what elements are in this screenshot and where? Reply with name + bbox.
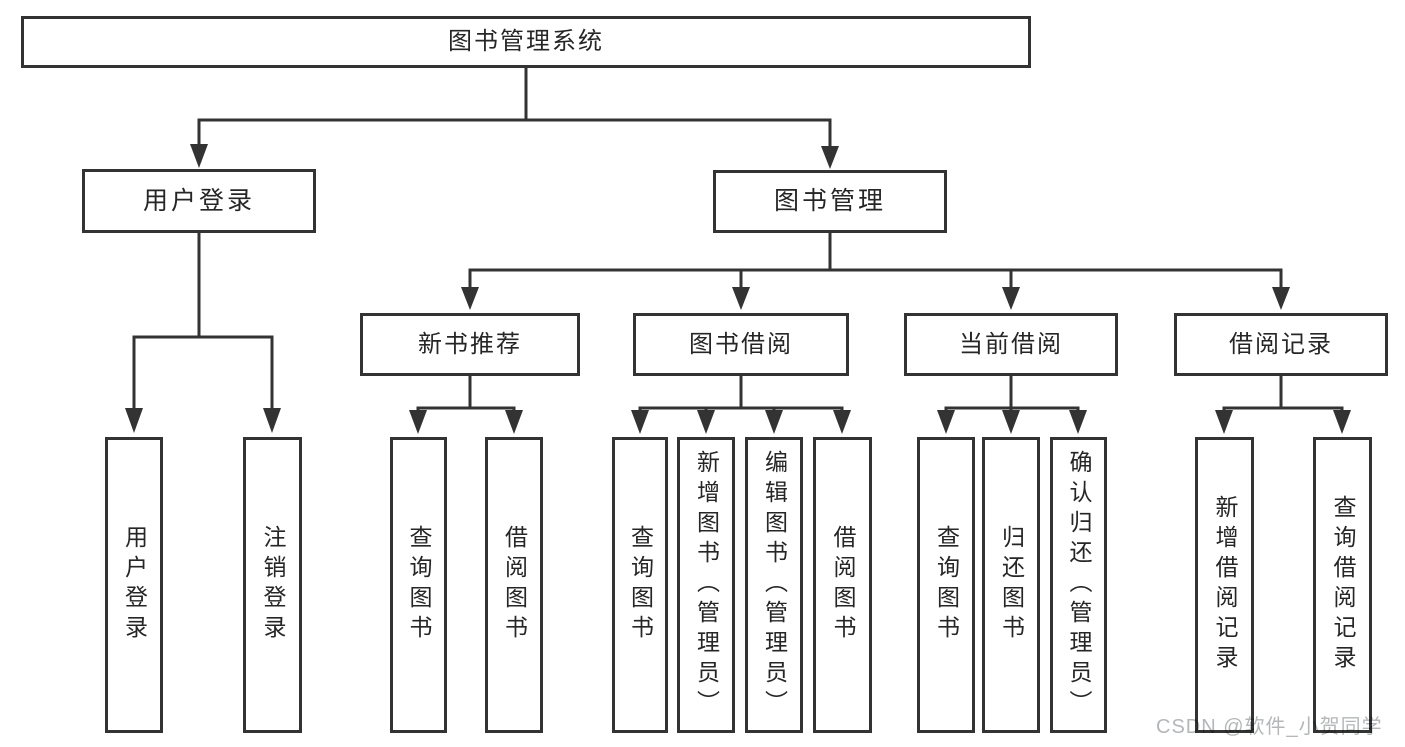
node-leaf-user-login: 用户登录 xyxy=(105,437,163,733)
arrowhead-down-icon xyxy=(765,410,783,434)
node-user-login: 用户登录 xyxy=(82,169,316,233)
arrowhead-down-icon xyxy=(505,410,523,434)
node-leaf-add-book-admin: 新增图书（管理员） xyxy=(677,437,735,733)
node-leaf-edit-book-admin: 编辑图书（管理员） xyxy=(745,437,803,733)
arrowhead-down-icon xyxy=(1069,410,1087,434)
arrowhead-down-icon xyxy=(190,144,208,168)
arrowhead-down-icon xyxy=(631,410,649,434)
csdn-watermark: CSDN @软件_小贺同学 xyxy=(1156,716,1383,738)
arrowhead-down-icon xyxy=(1272,287,1290,310)
node-root: 图书管理系统 xyxy=(21,16,1031,68)
edge-book-borrowing-to-leaves xyxy=(631,374,851,434)
node-leaf-query-books-1: 查询图书 xyxy=(390,437,447,733)
arrowhead-down-icon xyxy=(1215,410,1233,434)
arrowhead-down-icon xyxy=(821,146,839,169)
node-leaf-query-borrow-record: 查询借阅记录 xyxy=(1313,437,1372,733)
node-book-borrowing: 图书借阅 xyxy=(633,313,849,376)
node-leaf-logout: 注销登录 xyxy=(243,437,302,733)
arrowhead-down-icon xyxy=(1002,287,1020,310)
arrowhead-down-icon xyxy=(125,408,143,433)
node-leaf-return-books: 归还图书 xyxy=(982,437,1040,733)
node-borrowing-records: 借阅记录 xyxy=(1174,313,1388,376)
arrowhead-down-icon xyxy=(1333,410,1351,434)
node-book-management: 图书管理 xyxy=(713,170,947,233)
edge-current-borrowing-to-leaves xyxy=(937,374,1087,434)
edge-new-book-recommend-to-leaves xyxy=(409,374,523,434)
node-new-book-recommend: 新书推荐 xyxy=(360,313,580,376)
arrowhead-down-icon xyxy=(1002,410,1020,434)
node-leaf-query-books-2: 查询图书 xyxy=(612,437,668,733)
arrowhead-down-icon xyxy=(263,408,281,433)
arrowhead-down-icon xyxy=(833,410,851,434)
node-leaf-add-borrow-record: 新增借阅记录 xyxy=(1195,437,1254,733)
node-leaf-query-books-3: 查询图书 xyxy=(917,437,975,733)
edge-borrowing-records-to-leaves xyxy=(1215,374,1351,434)
arrowhead-down-icon xyxy=(732,287,750,310)
arrowhead-down-icon xyxy=(409,410,427,434)
arrowhead-down-icon xyxy=(461,287,479,310)
node-leaf-borrow-books-1: 借阅图书 xyxy=(485,437,543,733)
node-current-borrowing: 当前借阅 xyxy=(904,313,1118,376)
node-leaf-borrow-books-2: 借阅图书 xyxy=(813,437,872,733)
arrowhead-down-icon xyxy=(697,410,715,434)
arrowhead-down-icon xyxy=(937,410,955,434)
edge-book-management-to-level3 xyxy=(461,231,1290,310)
edge-root-to-level2 xyxy=(190,66,839,169)
node-leaf-confirm-return-admin: 确认归还（管理员） xyxy=(1050,437,1107,733)
edge-user-login-to-leaves xyxy=(125,231,281,433)
